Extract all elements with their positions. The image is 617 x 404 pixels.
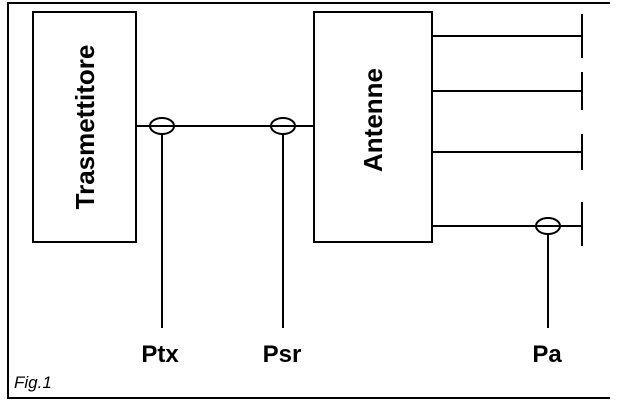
antenna-label: Antenne [358, 68, 388, 172]
antenna-block [313, 11, 433, 243]
figure-caption: Fig.1 [14, 373, 52, 392]
pa-label: Pa [532, 341, 562, 368]
ptx-label: Ptx [141, 341, 179, 368]
transmitter-label: Trasmettitore [70, 45, 100, 210]
psr-label: Psr [263, 341, 302, 368]
figure-frame [7, 2, 610, 399]
